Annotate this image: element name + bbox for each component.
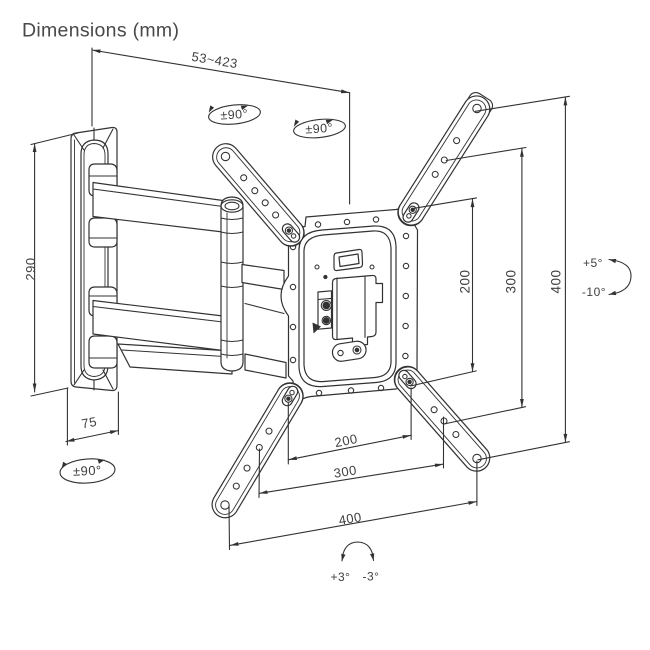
svg-text:±90°: ±90° [73, 463, 102, 479]
svg-text:400: 400 [549, 269, 564, 293]
svg-text:400: 400 [337, 509, 362, 528]
svg-text:±90°: ±90° [220, 107, 249, 123]
svg-text:300: 300 [333, 462, 358, 480]
svg-text:+5°: +5° [583, 256, 603, 270]
svg-text:-3°: -3° [363, 570, 380, 584]
svg-text:75: 75 [80, 414, 98, 431]
svg-text:-10°: -10° [582, 285, 606, 299]
svg-text:+3°: +3° [331, 570, 351, 584]
svg-text:±90°: ±90° [305, 121, 334, 137]
svg-text:Dimensions (mm): Dimensions (mm) [22, 20, 179, 42]
svg-text:290: 290 [23, 257, 38, 280]
svg-text:300: 300 [504, 269, 519, 293]
svg-text:200: 200 [333, 431, 359, 450]
svg-text:200: 200 [458, 269, 473, 293]
